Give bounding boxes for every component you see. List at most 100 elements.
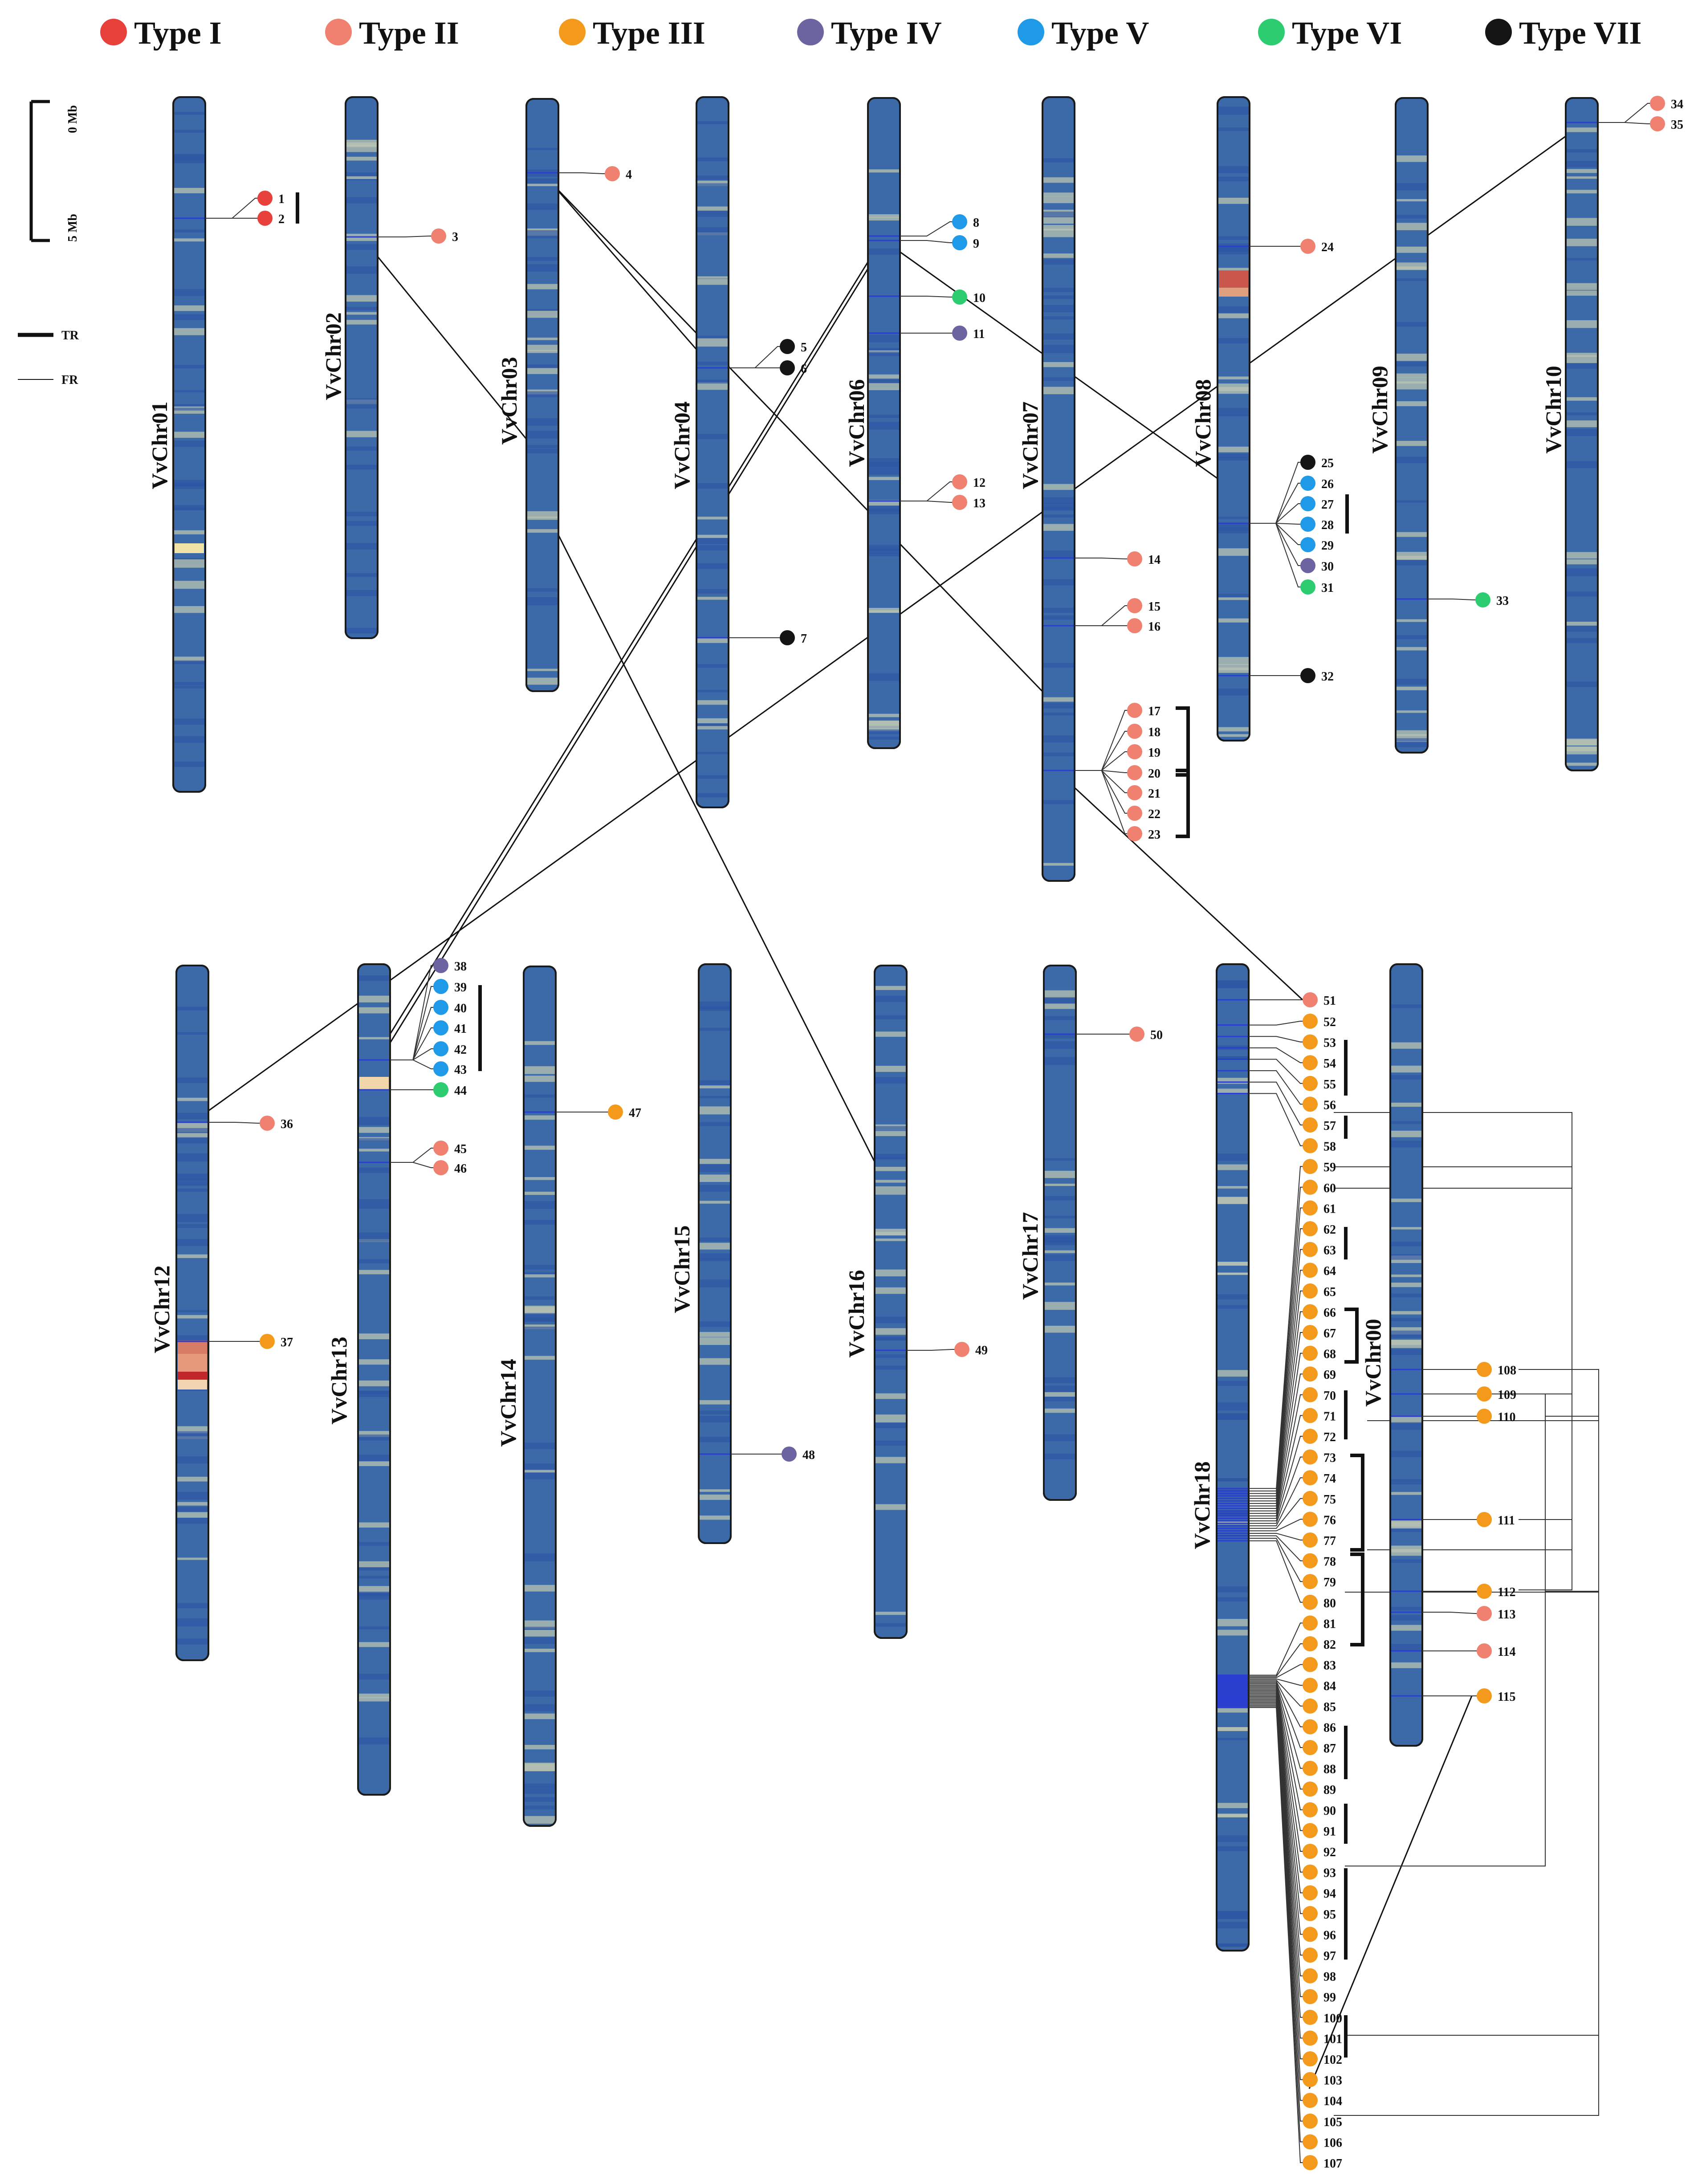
gene-marker: 92 (1303, 1844, 1336, 1859)
gene-label: 55 (1323, 1078, 1336, 1092)
chromosome-band (1218, 1262, 1248, 1266)
chromosome-band (1218, 1381, 1248, 1386)
gene-marker: 27 (1300, 496, 1334, 512)
chromosome-label: VvChr15 (669, 1225, 694, 1313)
chromosome-band (1397, 223, 1427, 230)
gene-leader (1075, 770, 1128, 793)
chromosome-label: VvChr01 (147, 401, 172, 489)
chromosome-band (1043, 253, 1074, 258)
gene-label: 12 (973, 476, 985, 490)
chromosome-band (174, 736, 204, 743)
gene-marker: 42 (433, 1041, 467, 1057)
gene-marker: 44 (433, 1082, 467, 1098)
gene-leader (1428, 599, 1476, 600)
chromosome-band (697, 563, 728, 569)
collinearity-link (1345, 1416, 1599, 2036)
gene-dot (1303, 1304, 1318, 1320)
chromosome-band (1567, 176, 1597, 179)
chromosome-band (1391, 1349, 1421, 1355)
chromosome-band (1218, 1197, 1248, 1204)
chromosome-band (174, 581, 204, 589)
chromosome-band (1218, 166, 1249, 174)
chromosome-band (1045, 1385, 1075, 1393)
gene-dot (257, 211, 273, 226)
gene-marker: 52 (1303, 1014, 1336, 1029)
gene-marker: 112 (1477, 1584, 1515, 1599)
gene-marker: 50 (1129, 1027, 1163, 1042)
gene-dot (952, 214, 967, 229)
chromosome-band (700, 1358, 730, 1365)
gene-leader (1249, 1021, 1303, 1026)
gene-label: 62 (1323, 1223, 1336, 1237)
chromosome-band (1391, 1451, 1421, 1457)
gene-marker: 74 (1303, 1470, 1336, 1486)
chromosome-band (1218, 1153, 1248, 1161)
chromosome-band (697, 175, 728, 180)
chromosome-band (527, 178, 558, 184)
gene-marker: 89 (1303, 1781, 1336, 1797)
chromosome-band (1043, 497, 1074, 504)
chromosome-band (525, 1585, 555, 1592)
chromosome-band (1045, 1228, 1075, 1233)
gene-marker: 51 (1303, 992, 1336, 1008)
gene-dot (1303, 1594, 1318, 1610)
chromosome-band (697, 338, 728, 347)
legend-label: Type I (134, 15, 222, 51)
gene-dot (1303, 1200, 1318, 1216)
chromosome-band (174, 305, 204, 311)
chromosome-band (1567, 420, 1597, 428)
chromosome-label: VvChr09 (1367, 366, 1392, 453)
chromosome-band (1218, 268, 1249, 271)
chromosome-band (1043, 697, 1074, 702)
gene-marker: 68 (1303, 1345, 1336, 1361)
chromosome-band (1043, 615, 1074, 620)
chromosome-band (346, 590, 377, 596)
gene-leader (1249, 1249, 1303, 1499)
gene-marker: 13 (952, 495, 985, 510)
chromosome-band (1043, 225, 1074, 231)
chromosome-band (174, 403, 204, 408)
chromosome-band (1043, 752, 1074, 757)
chromosome-band (525, 1041, 555, 1045)
chromosome-band (1218, 734, 1249, 737)
chromosome-band (525, 1470, 555, 1473)
gene-leader (1249, 1643, 1303, 1677)
gene-dot (1303, 1844, 1318, 1859)
chromosome-band (174, 660, 204, 664)
gene-label: 72 (1323, 1430, 1336, 1444)
gene-marker: 32 (1300, 668, 1334, 684)
chromosome-band (527, 516, 558, 520)
chromosome-band (700, 1174, 730, 1182)
gene-dot (433, 1082, 448, 1097)
gene-label: 21 (1148, 787, 1161, 801)
gene-dot (1300, 455, 1315, 470)
chromosome-band (525, 1356, 555, 1360)
chromosome-band (1043, 514, 1074, 517)
gene-marker: 8 (952, 214, 979, 230)
chromosome-band (1218, 527, 1249, 534)
tandem-bracket (1176, 706, 1190, 777)
chromosome-band (1397, 155, 1427, 162)
chromosome-band (875, 1336, 906, 1341)
chromosome-band (1391, 1311, 1421, 1315)
chromosome-band (1567, 283, 1597, 290)
chromosome-band (875, 1126, 906, 1130)
chromosome-band (1567, 461, 1597, 469)
chromosome-band (527, 529, 558, 533)
chromosome-band (1391, 1625, 1421, 1631)
chromosome-band (1391, 1004, 1421, 1008)
gene-label: 68 (1323, 1348, 1336, 1361)
gene-dot (260, 1334, 275, 1349)
gene-label: 14 (1148, 553, 1161, 567)
chromosome-outline (172, 96, 206, 793)
gene-label: 100 (1323, 2012, 1342, 2025)
gene-label: 46 (454, 1162, 467, 1176)
gene-dot (1300, 239, 1315, 254)
tr-label: TR (61, 329, 79, 342)
chromosome-band (1567, 353, 1597, 357)
chromosome-band (697, 335, 728, 341)
chromosome-band (1391, 1254, 1421, 1260)
chromosome-band (359, 1202, 389, 1209)
gene-dot (1303, 1823, 1318, 1838)
legend-item: Type III (559, 15, 705, 51)
